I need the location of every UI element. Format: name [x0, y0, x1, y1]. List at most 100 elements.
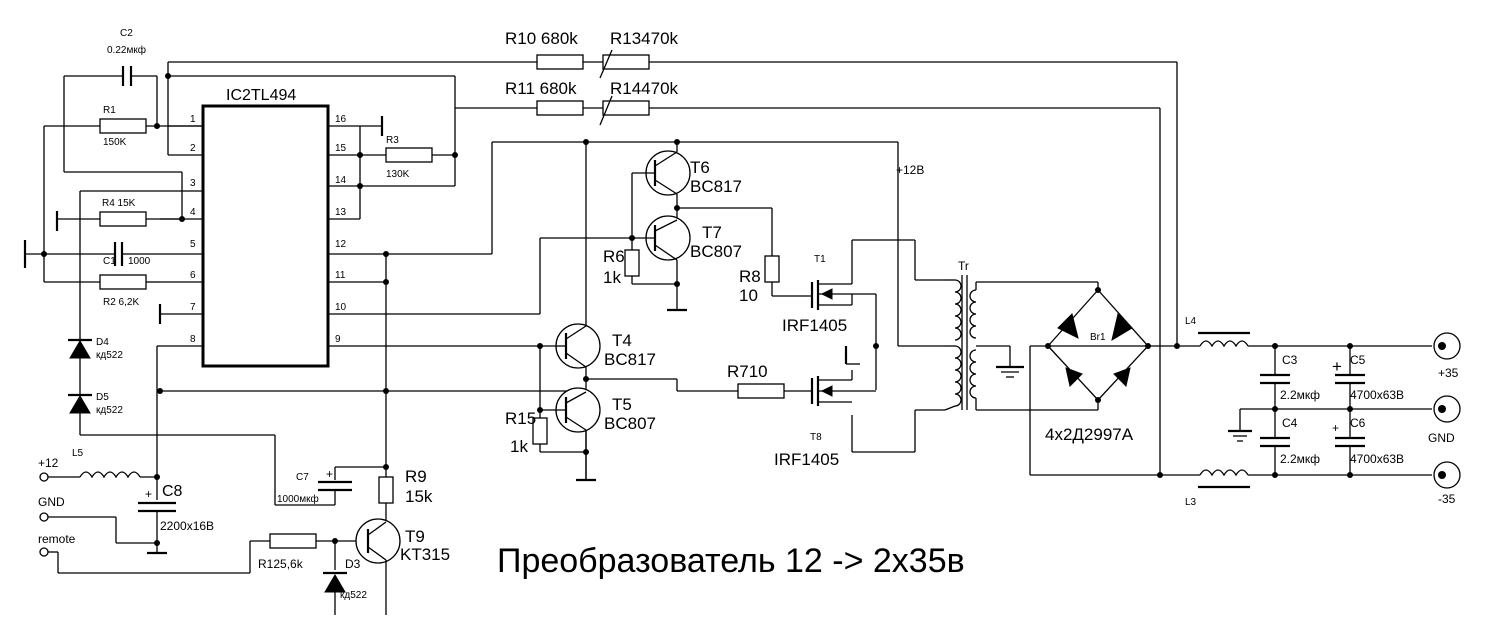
r1-value: 150K [103, 137, 127, 148]
br1-label: Br1 [1090, 332, 1106, 343]
pin-9: 9 [335, 334, 341, 345]
t4-ref: T4 [612, 331, 632, 350]
d5-ref: D5 [96, 392, 109, 403]
t6-ref: T6 [690, 158, 710, 177]
driver-bottom: T4 BC817 R710 T5 BC807 R15 1k [505, 323, 812, 482]
control-bus: R9 15k T9 KT315 [355, 251, 450, 615]
r3-value: 130K [386, 169, 410, 180]
r14-label: R14470k [610, 79, 679, 98]
r6-value: 1k [603, 268, 621, 287]
mosfet-t1: T1 IRF1405 [782, 239, 915, 390]
output-terminals: +35 GND -35 [1428, 332, 1461, 506]
irf-top-label: IRF1405 [782, 316, 847, 335]
out-minus35-label: -35 [1438, 492, 1456, 506]
c8-ref: C8 [162, 483, 183, 500]
r4-label: R4 15K [102, 198, 136, 209]
l3-label: L3 [1185, 497, 1197, 508]
l4-label: L4 [1185, 316, 1197, 327]
c5-ref: C5 [1350, 353, 1366, 367]
pin-8: 8 [190, 334, 196, 345]
transformer-label: Tr [958, 259, 969, 273]
pin-15: 15 [335, 143, 347, 154]
d3-ref: D3 [345, 557, 361, 571]
r9-ref: R9 [405, 467, 427, 486]
r3-ref: R3 [386, 135, 399, 146]
d3-value: кд522 [340, 590, 367, 601]
c6-ref: C6 [1350, 416, 1366, 430]
c2-value: 0.22мкф [107, 44, 146, 56]
r8-value: 10 [739, 286, 758, 305]
c7-value: 1000мкф [277, 493, 319, 505]
pin-10: 10 [335, 302, 347, 313]
t5-ref: T5 [612, 395, 632, 414]
svg-text:+: + [145, 487, 152, 501]
c1-value: 1000 [128, 256, 151, 267]
bridge-label: 4x2Д2997A [1045, 425, 1134, 444]
c7-ref: C7 [296, 472, 309, 483]
pin-6: 6 [190, 270, 196, 281]
pin-12: 12 [335, 239, 347, 250]
c3-value: 2.2мкф [1280, 388, 1320, 402]
c5-value: 4700x63B [1350, 388, 1404, 402]
out-gnd-label: GND [1428, 431, 1455, 445]
ic-tl494: IC2TL494 1 2 3 4 5 6 7 8 16 15 14 13 12 … [130, 87, 555, 368]
pin-4: 4 [190, 207, 196, 218]
mosfet-t8: T8 IRF1405 [774, 370, 916, 469]
pin-11: 11 [335, 270, 346, 281]
r6-ref: R6 [603, 247, 625, 266]
driver-top: +12B T6 BC817 T7 BC807 R6 1k [386, 139, 924, 480]
pin-14: 14 [335, 175, 347, 186]
input-remote-label: remote [38, 532, 76, 546]
r13-label: R13470k [610, 29, 679, 48]
r15-ref: R15 [505, 409, 536, 428]
pin-7: 7 [190, 302, 196, 313]
bridge-rectifier: Br1 4x2Д2997A [1029, 282, 1200, 478]
l5-label: L5 [72, 448, 84, 459]
pin-16: 16 [335, 114, 347, 125]
diagram-title: Преобразователь 12 -> 2x35в [497, 542, 965, 580]
d4-value: кд522 [96, 350, 123, 361]
r7-label: R710 [727, 362, 768, 381]
r15-value: 1k [510, 437, 528, 456]
sense-resistors: R10 680k R13470k R11 680k R14470k [455, 29, 1178, 475]
out-plus35-label: +35 [1438, 366, 1459, 380]
d4-ref: D4 [96, 337, 109, 348]
r11-label: R11 680k [505, 79, 577, 98]
svg-text:+: + [1332, 421, 1339, 435]
r9-value: 15k [405, 487, 433, 506]
r2-label: R2 6,2K [103, 297, 139, 308]
irf-bottom-label: IRF1405 [774, 450, 839, 469]
t8-label: T8 [810, 432, 822, 443]
t7-value: BC807 [690, 242, 742, 261]
t6-value: BC817 [690, 177, 742, 196]
r1-ref: R1 [103, 105, 116, 116]
c1-ref: C1 [103, 256, 116, 267]
svg-text:+: + [326, 467, 333, 481]
t1-label: T1 [814, 254, 826, 265]
c3-ref: C3 [1282, 353, 1298, 367]
t7-ref: T7 [702, 223, 722, 242]
c2-ref: C2 [120, 28, 133, 39]
pin-1: 1 [190, 114, 196, 125]
c4-value: 2.2мкф [1280, 452, 1320, 466]
transformer: Tr [897, 142, 1098, 411]
svg-text:+: + [1332, 357, 1342, 376]
c4-ref: C4 [1282, 416, 1298, 430]
pin-5: 5 [190, 239, 196, 250]
ic-label: IC2TL494 [226, 87, 296, 104]
t5-value: BC807 [604, 414, 656, 433]
r12-label: R125,6k [258, 557, 304, 571]
c8-value: 2200x16B [160, 519, 214, 533]
input-plus12-label: +12 [38, 456, 59, 470]
c6-value: 4700x63B [1350, 452, 1404, 466]
t9-value: KT315 [400, 545, 450, 564]
t9-ref: T9 [405, 527, 425, 546]
pin-2: 2 [190, 143, 196, 154]
r8-ref: R8 [739, 267, 761, 286]
t4-value: BC817 [604, 350, 656, 369]
input-section: D4 кд522 D5 кд522 +12 L5 + C8 2200x16B G… [38, 190, 586, 615]
pin-3: 3 [190, 178, 196, 189]
pin-13: 13 [335, 207, 347, 218]
d5-value: кд522 [96, 405, 123, 416]
